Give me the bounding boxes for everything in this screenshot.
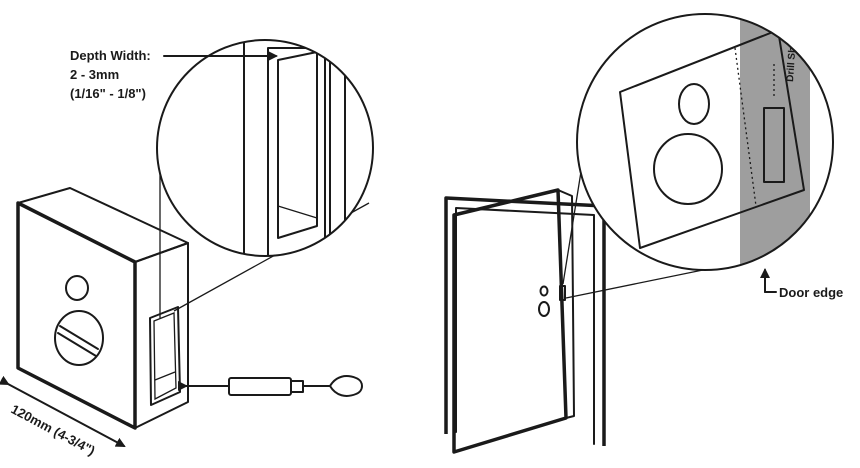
- latch-hole: [54, 310, 104, 366]
- drill-hole-large: [653, 133, 723, 205]
- depth-width-inch: (1/16" - 1/8"): [70, 86, 146, 101]
- door-panel: [452, 188, 575, 454]
- chisel-icon: [178, 375, 363, 397]
- depth-width-mm: 2 - 3mm: [70, 67, 119, 82]
- depth-width-title: Depth Width:: [70, 48, 151, 63]
- cylinder-hole: [65, 275, 89, 301]
- depth-width-callout: Depth Width: 2 - 3mm (1/16" - 1/8"): [70, 48, 278, 101]
- door-frame: [444, 196, 606, 446]
- dimension-label: 120mm (4-3/4"): [9, 401, 98, 458]
- drill-slot: [763, 107, 785, 183]
- drill-hole-small: [678, 83, 710, 125]
- magnified-slot-view: [156, 39, 374, 257]
- door-edge-slot: [559, 285, 566, 301]
- magnified-drill-sheet-view: Drill Sheet: [576, 13, 834, 271]
- door-edge-label: Door edge: [779, 285, 843, 300]
- door-edge-callout: Door edge: [760, 268, 843, 300]
- lock-box: [16, 187, 189, 430]
- dimension-arrow: 120mm (4-3/4"): [0, 375, 126, 458]
- door-edge-strip: [740, 14, 810, 270]
- mortise-slot: [149, 306, 181, 406]
- door-hole-large: [538, 301, 550, 317]
- door-hole-small: [539, 285, 549, 297]
